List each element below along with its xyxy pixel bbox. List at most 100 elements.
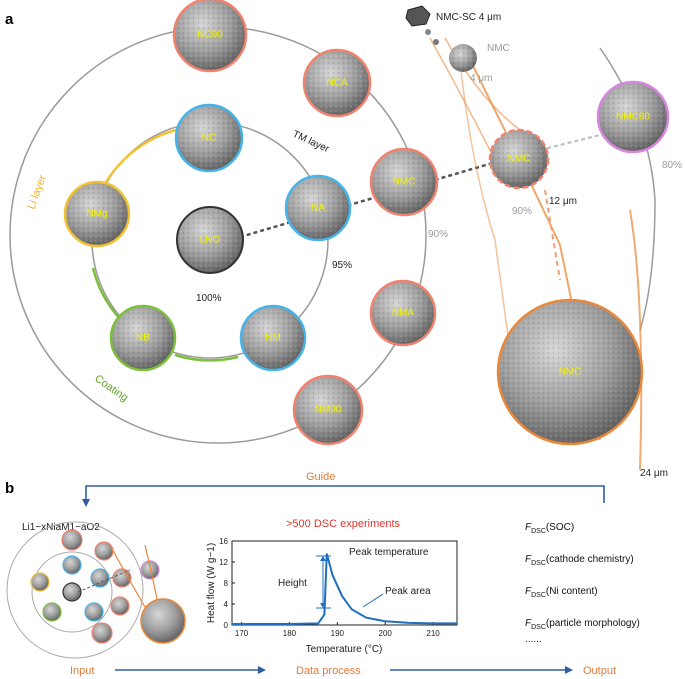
particle-nm90: NM90	[292, 374, 364, 446]
particle-label-nc: NC	[202, 133, 216, 144]
size-4um-label: 4 μm	[470, 73, 492, 84]
particle-label-nca: NCA	[326, 78, 347, 89]
size-12um-label: 12 μm	[549, 196, 577, 207]
panel-a-letter: a	[5, 11, 14, 28]
panel-b-letter: b	[5, 480, 14, 497]
dsc-experiments-title: >500 DSC experiments	[286, 518, 401, 530]
particle-label-nma: NMA	[392, 308, 415, 319]
mini-particle	[84, 602, 104, 622]
flow-output-label: Output	[583, 665, 616, 677]
particle-nma: NMA	[369, 279, 437, 347]
formula-text: Li1−xNiaM1−aO2	[22, 522, 100, 533]
particle-spheres: LNONANMNBNMgNCNC90NCANMCNMANM90NMCNMC80N…	[63, 0, 670, 446]
nmc-sc-crystal-icon	[405, 5, 431, 27]
particle-label-na: NA	[311, 203, 325, 214]
guide-arrow-head	[82, 499, 90, 507]
particle-nmc-mid: NMC	[488, 128, 550, 190]
particle-nmc-ring: NMC	[369, 147, 439, 217]
particle-label-nb: NB	[136, 333, 150, 344]
y-tick-label: 0	[224, 621, 229, 630]
particle-label-nm: NM	[265, 333, 281, 344]
x-tick-label: 170	[235, 629, 249, 638]
particle-label-nm90: NM90	[315, 405, 342, 416]
x-axis-label: Temperature (°C)	[306, 644, 383, 655]
output-ni-content: FDSC(Ni content)	[525, 586, 598, 599]
funnel-line-5	[629, 209, 643, 471]
output-ellipsis: ......	[525, 634, 542, 645]
li-layer-label: Li layer	[26, 173, 50, 211]
pct-95-label: 95%	[332, 260, 352, 271]
x-tick-label: 180	[283, 629, 297, 638]
mini-particle	[140, 560, 160, 580]
particle-nmc-large: NMC	[496, 298, 644, 446]
height-arrow-down	[320, 603, 326, 608]
particle-nca: NCA	[302, 48, 372, 118]
pct-80-label: 80%	[662, 160, 682, 171]
output-particle-morphology: FDSC(particle morphology)	[525, 618, 640, 631]
particle-lno: LNO	[176, 206, 244, 274]
pct-90-ring-label: 90%	[428, 229, 448, 240]
dsc-curve	[232, 553, 457, 625]
flow-arrow-1-head	[258, 666, 266, 674]
guide-arrow	[85, 485, 605, 503]
particle-nmc-small	[449, 44, 477, 72]
particle-nmg: NMg	[63, 180, 131, 248]
funnel-line-4	[459, 59, 511, 351]
mini-particle	[94, 541, 114, 561]
particle-label-nmc-ring: NMC	[393, 177, 416, 188]
particle-label-nmg: NMg	[86, 209, 107, 220]
nmc-sc-connector-dot	[425, 29, 431, 35]
mini-particle	[110, 596, 130, 616]
height-arrow-up	[320, 556, 326, 561]
peak-area-pointer	[362, 593, 384, 608]
flow-data-process-label: Data process	[296, 665, 361, 677]
coating-arc-lower	[174, 353, 239, 362]
particle-label-nc90: NC90	[197, 30, 223, 41]
flow-input-label: Input	[70, 665, 94, 677]
y-tick-label: 16	[219, 537, 228, 546]
nmc-sc-label: NMC-SC 4 μm	[436, 12, 501, 23]
particle-label-nmc-large: NMC	[559, 367, 582, 378]
x-tick-label: 190	[331, 629, 345, 638]
x-tick-label: 210	[426, 629, 440, 638]
size-24um-label: 24 μm	[640, 468, 668, 479]
peak-area-annotation: Peak area	[385, 586, 431, 597]
mini-particle	[62, 582, 82, 602]
peak-temperature-annotation: Peak temperature	[349, 547, 429, 558]
particle-label-nmc80: NMC80	[616, 112, 650, 123]
y-tick-label: 8	[224, 579, 229, 588]
x-tick-label: 200	[379, 629, 393, 638]
mini-panel-a-thumbnail	[6, 521, 186, 659]
y-axis-label: Heat flow (W g−1)	[206, 543, 217, 623]
output-list: FDSC(SOC) FDSC(cathode chemistry) FDSC(N…	[525, 522, 640, 645]
y-tick-label: 12	[219, 558, 228, 567]
pct-100-label: 100%	[196, 293, 222, 304]
pct-90-mid-label: 90%	[512, 206, 532, 217]
coating-label: Coating	[92, 373, 130, 405]
mini-particle	[42, 602, 62, 622]
particle-nm: NM	[239, 304, 307, 372]
mini-particle	[112, 568, 132, 588]
mini-particle	[30, 572, 50, 592]
formula-label: Li1−xNiaM1−aO2	[22, 522, 100, 533]
particle-label-nmc-mid: NMC	[508, 154, 531, 165]
dsc-chart: 170 180 190 200 210 0 4 8 12 16 Temperature (°C)…	[206, 537, 458, 655]
particle-label-lno: LNO	[200, 235, 221, 246]
y-tick-label: 4	[224, 600, 229, 609]
size-dashed-line	[544, 189, 561, 281]
output-cathode-chemistry: FDSC(cathode chemistry)	[525, 554, 634, 567]
mini-particle	[62, 555, 82, 575]
nmc-sc-connector-dot-2	[433, 39, 439, 45]
particle-nc: NC	[174, 103, 244, 173]
particle-nc90: NC90	[172, 0, 248, 73]
mini-particle	[91, 622, 113, 644]
nmc-top-label: NMC	[487, 43, 510, 54]
mini-particle	[90, 568, 110, 588]
flow-arrow-2-head	[565, 666, 573, 674]
mini-particle	[61, 529, 83, 551]
particle-nb: NB	[109, 304, 177, 372]
tm-layer-label: TM layer	[291, 129, 332, 156]
guide-label: Guide	[306, 471, 335, 483]
particle-nmc80: NMC80	[596, 80, 670, 154]
particle-na: NA	[284, 174, 352, 242]
